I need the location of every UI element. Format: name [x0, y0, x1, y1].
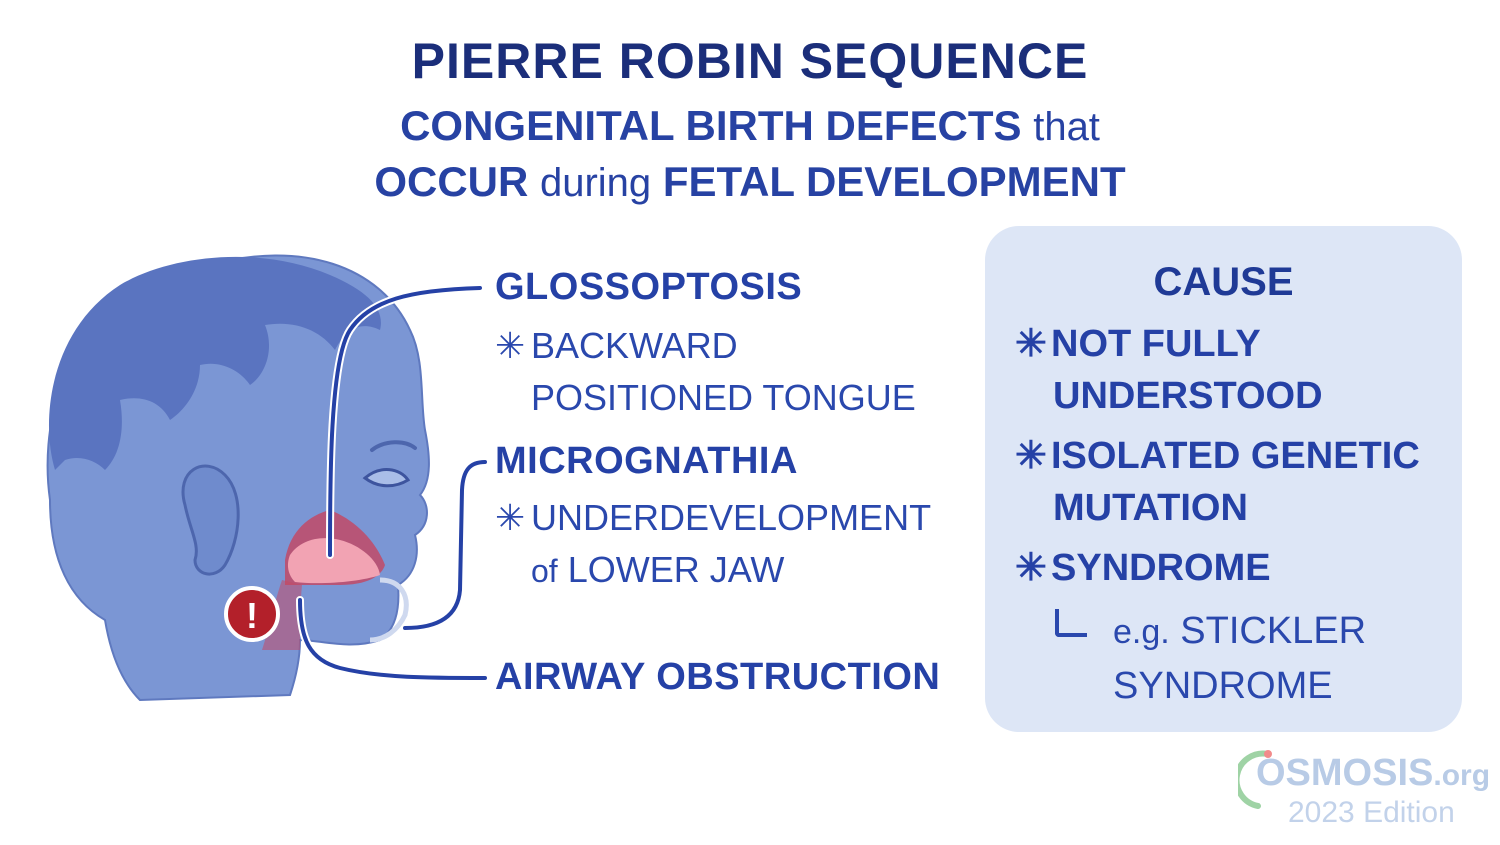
osmosis-logo-mark-icon — [1238, 750, 1272, 809]
cause-item-2-line1: ISOLATED GENETIC — [1051, 435, 1420, 477]
detail-micrognathia-line1: UNDERDEVELOPMENT — [531, 497, 932, 538]
cause-title: CAUSE — [1153, 260, 1294, 304]
bullet-star-icon: ✳ — [495, 325, 526, 366]
detail-glossoptosis-line1: BACKWARD — [531, 325, 738, 366]
cause-item-1-line1: NOT FULLY — [1051, 323, 1261, 365]
cause-item-2-line2: MUTATION — [1053, 487, 1248, 529]
subtitle-line-1: CONGENITAL BIRTH DEFECTS that — [0, 102, 1500, 150]
warning-icon — [224, 586, 280, 642]
osmosis-logo: OSMOSIS.org 2023 Edition — [1238, 742, 1490, 837]
example-bracket-icon — [1055, 609, 1087, 637]
logo-name: OSMOSIS — [1256, 752, 1434, 794]
bullet-star-icon: ✳ — [1015, 323, 1047, 365]
subtitle-caps-2a: OCCUR — [374, 158, 529, 205]
infant-ear — [181, 464, 240, 576]
leader-line-micrognathia — [403, 460, 487, 630]
cause-item-1: ✳NOT FULLY UNDERSTOOD — [1015, 318, 1323, 422]
subtitle-caps-1: CONGENITAL BIRTH DEFECTS — [400, 102, 1022, 149]
detail-micrognathia-line2: LOWER JAW — [567, 549, 785, 590]
eyebrow — [370, 440, 417, 452]
page-title: PIERRE ROBIN SEQUENCE — [411, 33, 1089, 89]
cause-item-3: ✳SYNDROME — [1015, 542, 1271, 594]
bullet-star-icon: ✳ — [1015, 435, 1047, 477]
subtitle-lowercase-1: that — [1033, 105, 1100, 149]
label-airway-obstruction: AIRWAY OBSTRUCTION — [495, 656, 941, 698]
cause-panel: CAUSE ✳NOT FULLY UNDERSTOOD ✳ISOLATED GE… — [985, 226, 1462, 732]
infant-profile-illustration: ! — [46, 254, 489, 702]
example-line1: STICKLER — [1180, 610, 1367, 652]
logo-edition: 2023 Edition — [1288, 796, 1455, 829]
logo-suffix: .org — [1433, 759, 1491, 792]
label-glossoptosis: GLOSSOPTOSIS — [495, 266, 803, 308]
cause-item-3-line1: SYNDROME — [1051, 547, 1271, 589]
subtitle-line-2: OCCUR during FETAL DEVELOPMENT — [0, 158, 1500, 206]
detail-glossoptosis-line2: POSITIONED TONGUE — [531, 377, 916, 418]
detail-micrognathia-of: of — [531, 553, 558, 589]
cause-example: e.g. STICKLER SYNDROME — [1113, 604, 1366, 713]
detail-glossoptosis: ✳BACKWARD POSITIONED TONGUE — [495, 320, 916, 424]
warning-icon-glyph: ! — [246, 595, 258, 636]
detail-micrognathia: ✳UNDERDEVELOPMENT of LOWER JAW — [495, 492, 931, 597]
cause-item-2: ✳ISOLATED GENETIC MUTATION — [1015, 430, 1420, 534]
tongue — [287, 538, 380, 584]
example-line2: SYNDROME — [1113, 665, 1333, 707]
logo-wordmark: OSMOSIS.org — [1256, 752, 1490, 795]
infant-hair — [48, 256, 381, 470]
subtitle-lowercase-2: during — [539, 161, 652, 205]
lower-jaw — [369, 577, 409, 643]
bullet-star-icon: ✳ — [1015, 547, 1047, 589]
infant-eye — [362, 468, 411, 488]
bullet-star-icon: ✳ — [495, 497, 526, 538]
label-micrognathia: MICROGNATHIA — [495, 440, 798, 482]
subtitle-caps-2b: FETAL DEVELOPMENT — [662, 158, 1126, 205]
cause-item-1-line2: UNDERSTOOD — [1053, 375, 1323, 417]
example-prefix: e.g. — [1113, 613, 1170, 651]
